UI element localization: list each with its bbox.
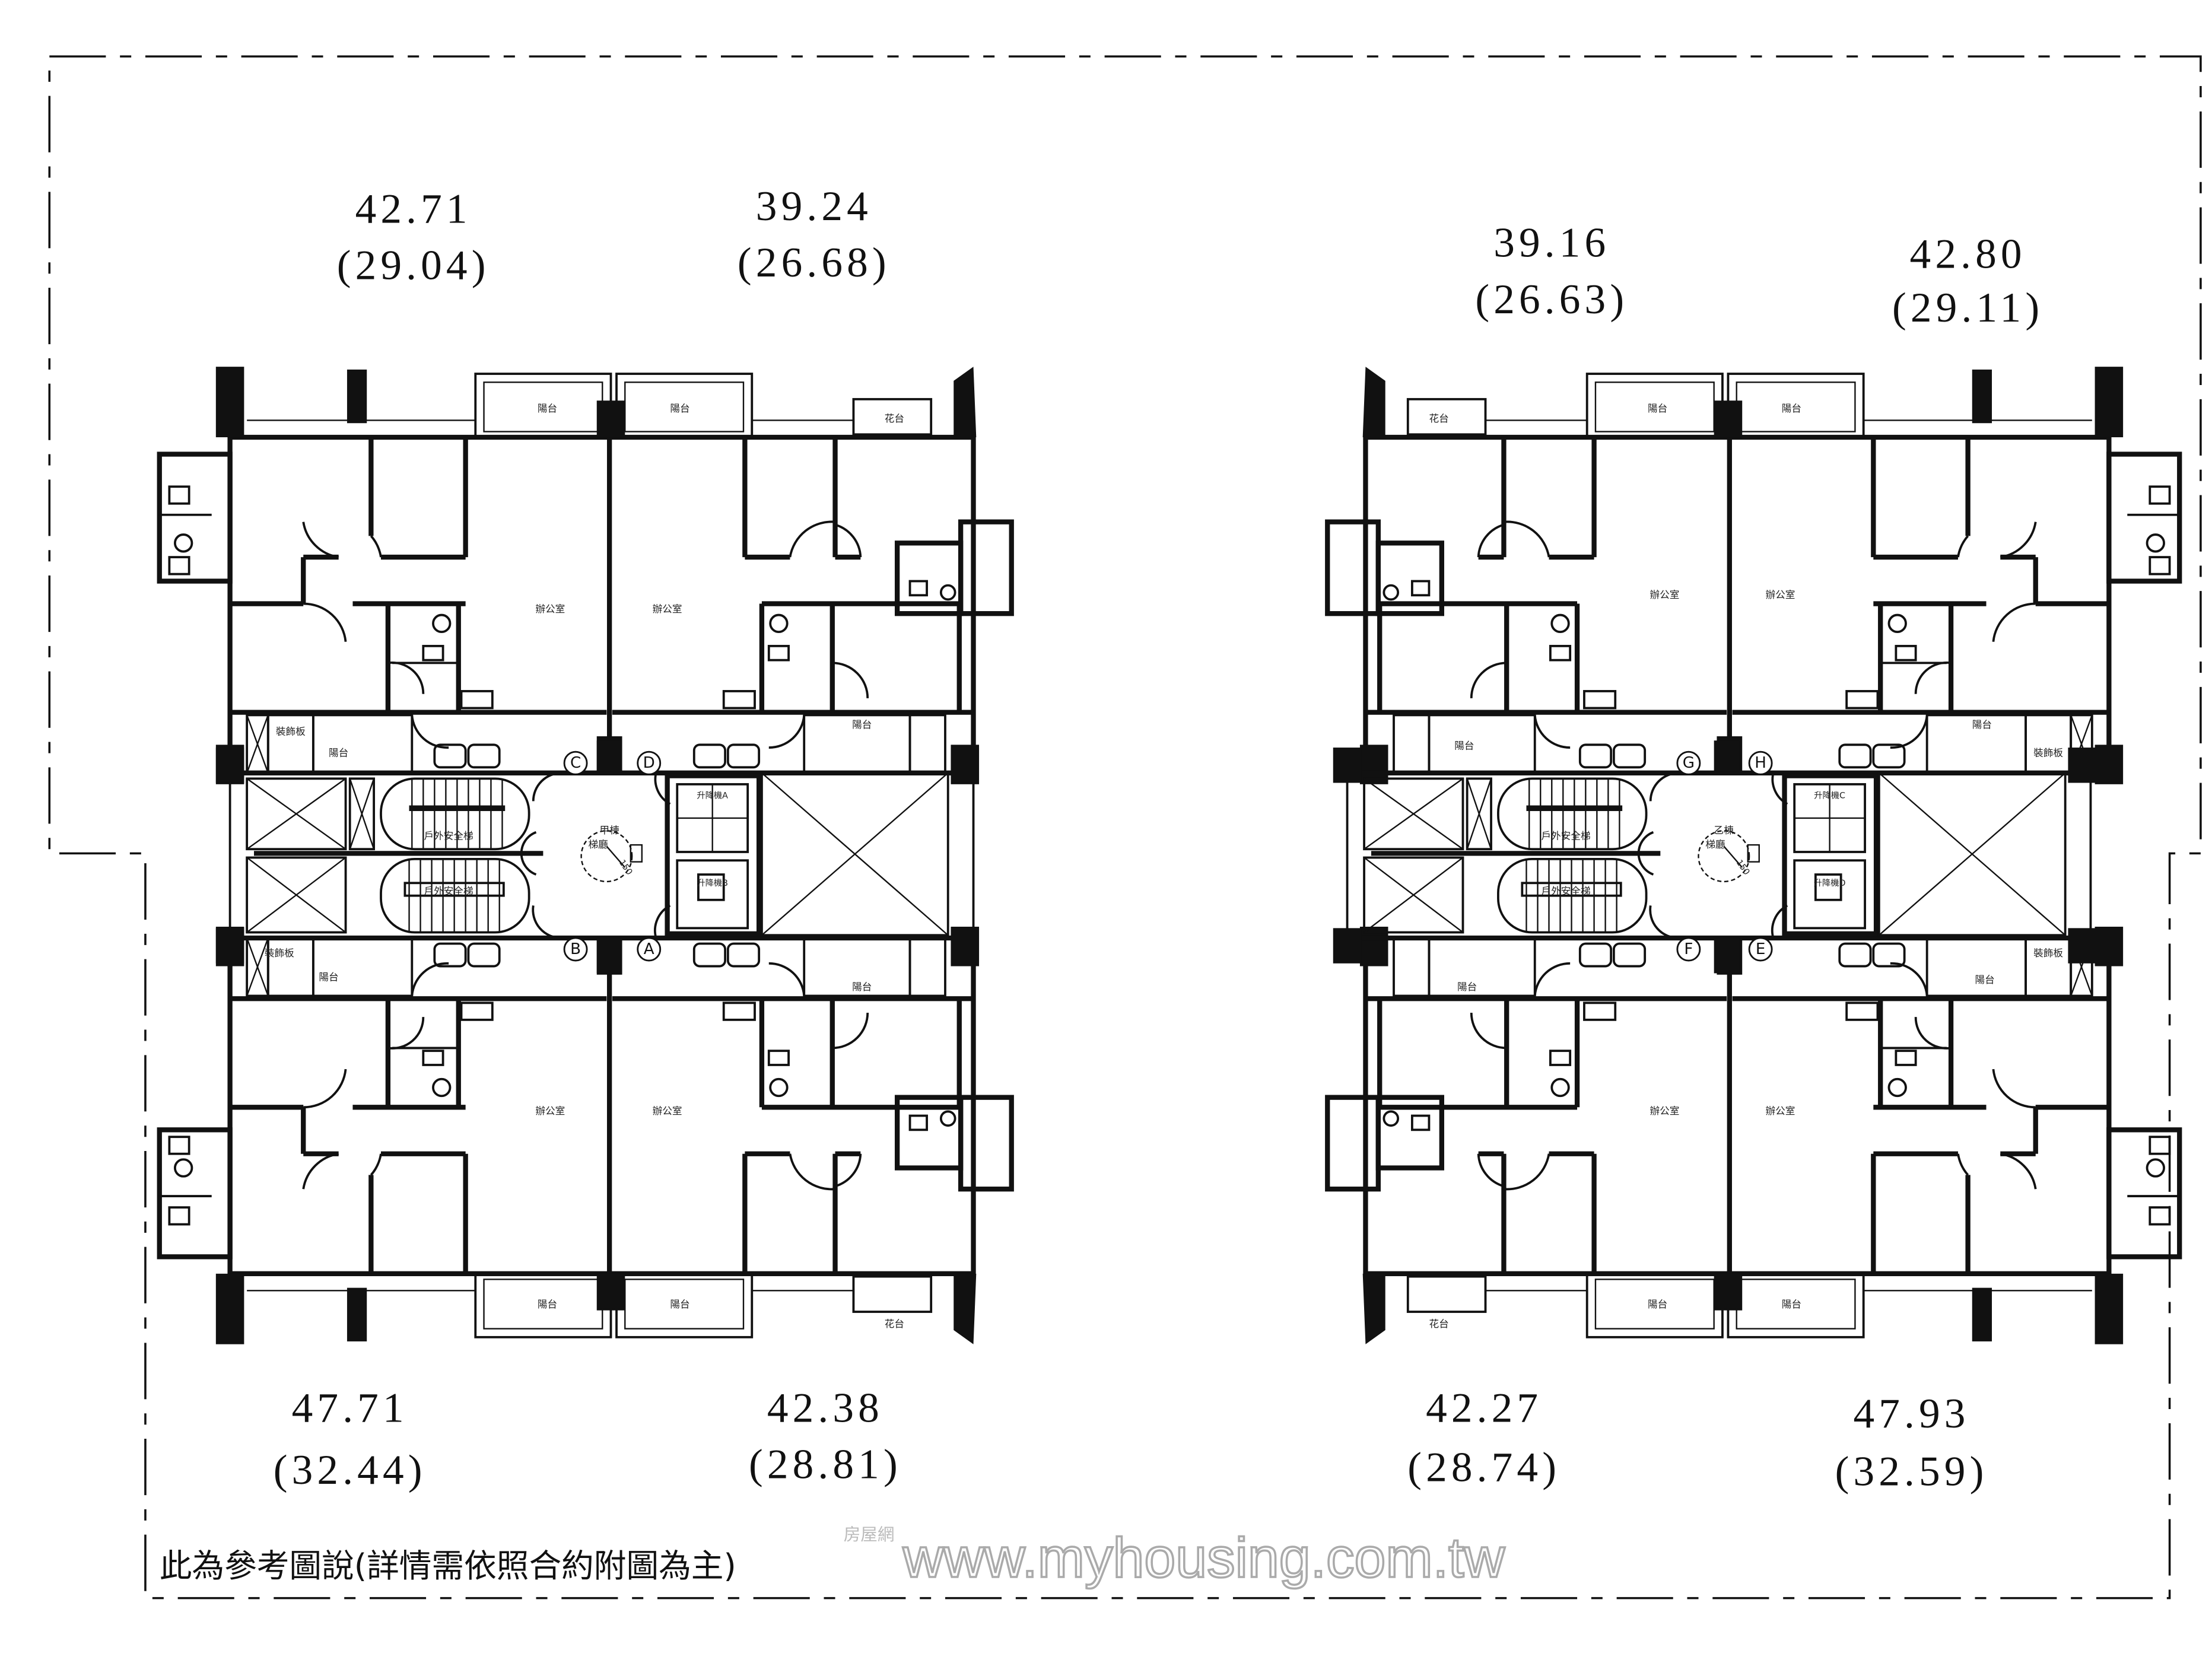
stair-label: 戶外安全梯 — [1541, 885, 1590, 896]
door-letter: B — [570, 940, 581, 958]
unit-door-e[interactable]: E — [1748, 937, 1773, 962]
door-letter: E — [1756, 940, 1766, 958]
unit-net-area: (29.04) — [337, 242, 490, 289]
unit-net-area: (28.74) — [1407, 1443, 1561, 1490]
building-b-room-labels: 花台 陽台 陽台 辦公室 辦公室 陽台 陽台 裝飾板 戶外安全梯 戶外安全梯 乙… — [1429, 403, 2063, 1330]
balcony-label: 陽台 — [1782, 1299, 1801, 1310]
unit-door-h[interactable]: H — [1748, 751, 1773, 775]
unit-net-area: (26.63) — [1475, 276, 1628, 323]
planter-label: 花台 — [1429, 1318, 1448, 1330]
building-a-room-labels: 陽台 陽台 花台 辦公室 辦公室 裝飾板 陽台 陽台 戶外安全梯 戶外安全梯 甲… — [265, 403, 904, 1330]
balcony-label: 陽台 — [1648, 403, 1667, 414]
balcony-label: 陽台 — [1454, 740, 1474, 751]
balcony-label: 陽台 — [852, 719, 872, 730]
planter-label: 花台 — [885, 1318, 904, 1330]
balcony-label: 陽台 — [1782, 403, 1801, 414]
planter-label: 花台 — [885, 413, 904, 424]
balcony-label: 陽台 — [1972, 719, 1992, 730]
deco-panel-label: 裝飾板 — [2033, 747, 2063, 758]
unit-area: 42.71 — [355, 186, 472, 233]
watermark-url: www.myhousing.com.tw — [902, 1527, 1505, 1589]
balcony-label: 陽台 — [538, 1299, 557, 1310]
unit-net-area: (29.11) — [1892, 284, 2043, 331]
unit-net-area: (26.68) — [738, 239, 891, 286]
office-label: 辦公室 — [535, 603, 565, 615]
unit-door-g[interactable]: G — [1676, 751, 1701, 775]
unit-area: 42.27 — [1426, 1384, 1542, 1431]
turning-radius: 150 — [1734, 858, 1752, 876]
building-a-south-wing — [160, 927, 1012, 1344]
door-letter: H — [1755, 754, 1766, 772]
building-b-unit-doors: G H F E — [1676, 751, 1773, 962]
building-a — [160, 367, 1012, 1344]
unit-area: 39.16 — [1493, 220, 1610, 266]
unit-door-b[interactable]: B — [563, 937, 588, 962]
lobby-label: 梯廳 — [588, 839, 608, 850]
disclaimer-note: 此為參考圖說(詳情需依照合約附圖為主) — [160, 1547, 736, 1585]
office-label: 辦公室 — [1650, 1105, 1680, 1117]
balcony-label: 陽台 — [852, 981, 872, 993]
unit-door-c[interactable]: C — [563, 751, 588, 775]
office-label: 辦公室 — [653, 603, 682, 615]
building-a-core — [216, 740, 979, 973]
door-letter: D — [643, 754, 655, 772]
balcony-label: 陽台 — [1648, 1299, 1667, 1310]
unit-net-area: (32.59) — [1835, 1448, 1988, 1495]
planter-label: 花台 — [1429, 413, 1448, 424]
door-letter: G — [1683, 754, 1695, 772]
building-a-unit-doors: C D B A — [563, 751, 662, 962]
unit-net-area: (32.44) — [274, 1446, 427, 1493]
unit-area: 47.93 — [1853, 1390, 1969, 1437]
balcony-label: 陽台 — [670, 403, 689, 414]
site-boundary — [48, 55, 2202, 1600]
unit-door-d[interactable]: D — [637, 751, 662, 775]
building-a-north-wing — [160, 367, 1012, 784]
watermark-logo: 房屋網 — [844, 1525, 895, 1544]
stair-label: 戶外安全梯 — [424, 885, 473, 896]
building-b-south-wing — [1327, 927, 2179, 1344]
balcony-label: 陽台 — [670, 1299, 689, 1310]
balcony-label: 陽台 — [1975, 974, 1995, 985]
elevator-label: 升降機D — [1814, 878, 1846, 888]
building-b-core — [1333, 740, 2096, 973]
door-letter: C — [570, 754, 581, 772]
turning-radius: 150 — [617, 858, 634, 876]
unit-area: 47.71 — [292, 1384, 408, 1431]
unit-net-area: (28.81) — [749, 1441, 902, 1488]
unit-area: 42.80 — [1910, 231, 2026, 278]
lobby-label: 梯廳 — [1705, 839, 1725, 850]
unit-area: 39.24 — [756, 183, 872, 230]
elevator-label: 升降機A — [697, 791, 728, 801]
deco-panel-label: 裝飾板 — [2033, 947, 2063, 959]
stair-label: 戶外安全梯 — [424, 831, 473, 842]
balcony-label: 陽台 — [319, 971, 338, 982]
balcony-label: 陽台 — [1457, 981, 1477, 993]
building-name: 乙棟 — [1714, 825, 1734, 836]
building-name: 甲棟 — [600, 825, 620, 836]
balcony-label: 陽台 — [538, 403, 557, 414]
elevator-label: 升降機C — [1814, 791, 1845, 801]
elevator-label: 升降機B — [697, 878, 728, 888]
door-letter: F — [1684, 940, 1693, 958]
office-label: 辦公室 — [653, 1105, 682, 1117]
office-label: 辦公室 — [1650, 589, 1680, 600]
building-b-north-wing — [1327, 367, 2179, 784]
balcony-label: 陽台 — [329, 747, 348, 758]
office-label: 辦公室 — [535, 1105, 565, 1117]
door-letter: A — [644, 940, 654, 958]
stair-label: 戶外安全梯 — [1541, 831, 1590, 842]
unit-door-f[interactable]: F — [1676, 937, 1701, 962]
unit-areas: 42.71 (29.04) 39.24 (26.68) 39.16 (26.63… — [274, 183, 2043, 1495]
building-b — [1327, 367, 2179, 1344]
unit-door-a[interactable]: A — [637, 937, 662, 962]
office-label: 辦公室 — [1765, 589, 1795, 600]
deco-panel-label: 裝飾板 — [276, 726, 306, 737]
deco-panel-label: 裝飾板 — [265, 947, 294, 959]
office-label: 辦公室 — [1765, 1105, 1795, 1117]
unit-area: 42.38 — [767, 1384, 883, 1431]
